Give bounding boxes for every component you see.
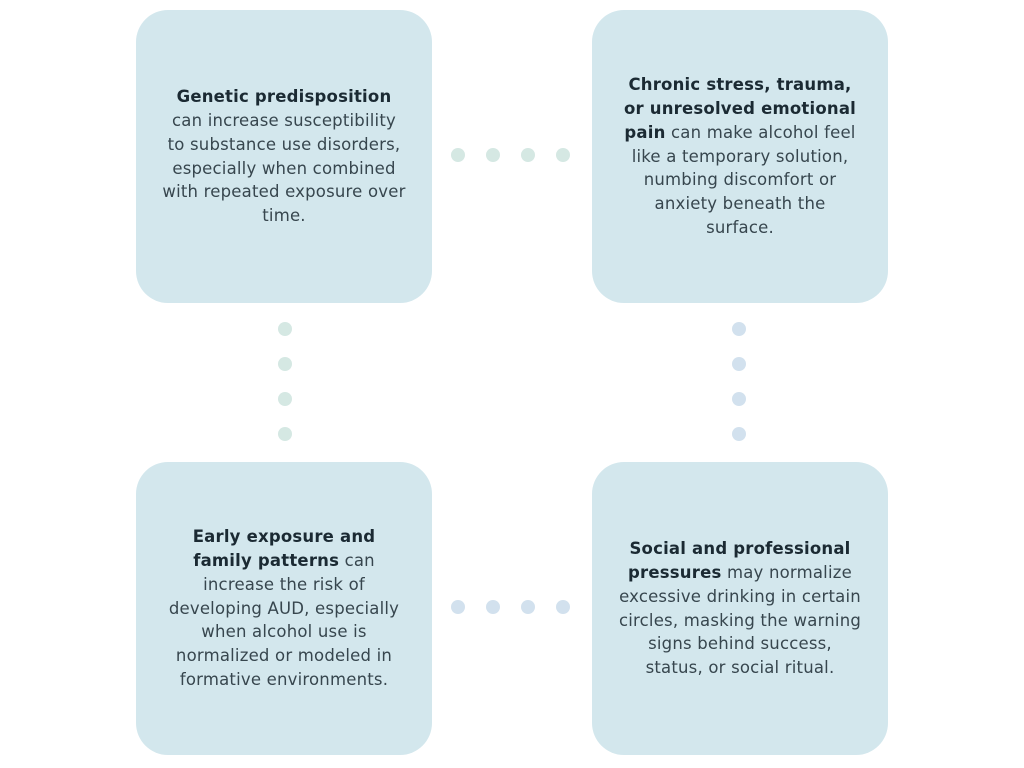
connector-dot <box>451 148 465 162</box>
connector-dot <box>278 322 292 336</box>
card-lead-bold: Chronic stress, trauma, or unresolved em… <box>623 74 857 142</box>
card-chronic-stress: Chronic stress, trauma, or unresolved em… <box>592 10 888 303</box>
connector-dot <box>521 148 535 162</box>
connector-dot <box>278 427 292 441</box>
dotted-connector-bottom <box>451 600 570 614</box>
card-body-text: can increase susceptibility to substance… <box>162 110 406 226</box>
card-body-text: can make alcohol feel like a temporary s… <box>631 122 856 238</box>
connector-dot <box>278 392 292 406</box>
connector-dot <box>732 357 746 371</box>
connector-dot <box>732 392 746 406</box>
card-body-text: may normalize excessive drinking in cert… <box>618 562 862 678</box>
card-lead-bold: Genetic predisposition <box>176 86 392 106</box>
connector-dot <box>556 600 570 614</box>
dotted-connector-top <box>451 148 570 162</box>
connector-dot <box>556 148 570 162</box>
card-early-exposure: Early exposure and family patterns can i… <box>136 462 432 755</box>
connector-dot <box>521 600 535 614</box>
connector-dot <box>732 322 746 336</box>
connector-dot <box>278 357 292 371</box>
card-social-pressures: Social and professional pressures may no… <box>592 462 888 755</box>
dotted-connector-left <box>278 322 292 441</box>
card-genetic-predisposition: Genetic predisposition can increase susc… <box>136 10 432 303</box>
card-text: Early exposure and family patterns can i… <box>162 525 406 692</box>
connector-dot <box>486 148 500 162</box>
connector-dot <box>451 600 465 614</box>
card-body-text: can increase the risk of developing AUD,… <box>168 550 400 690</box>
connector-dot <box>732 427 746 441</box>
card-lead-bold: Early exposure and family patterns <box>192 526 376 570</box>
card-text: Chronic stress, trauma, or unresolved em… <box>618 73 862 240</box>
card-text: Genetic predisposition can increase susc… <box>162 85 406 229</box>
dotted-connector-right <box>732 322 746 441</box>
card-text: Social and professional pressures may no… <box>618 537 862 681</box>
connector-dot <box>486 600 500 614</box>
card-lead-bold: Social and professional pressures <box>628 538 851 582</box>
